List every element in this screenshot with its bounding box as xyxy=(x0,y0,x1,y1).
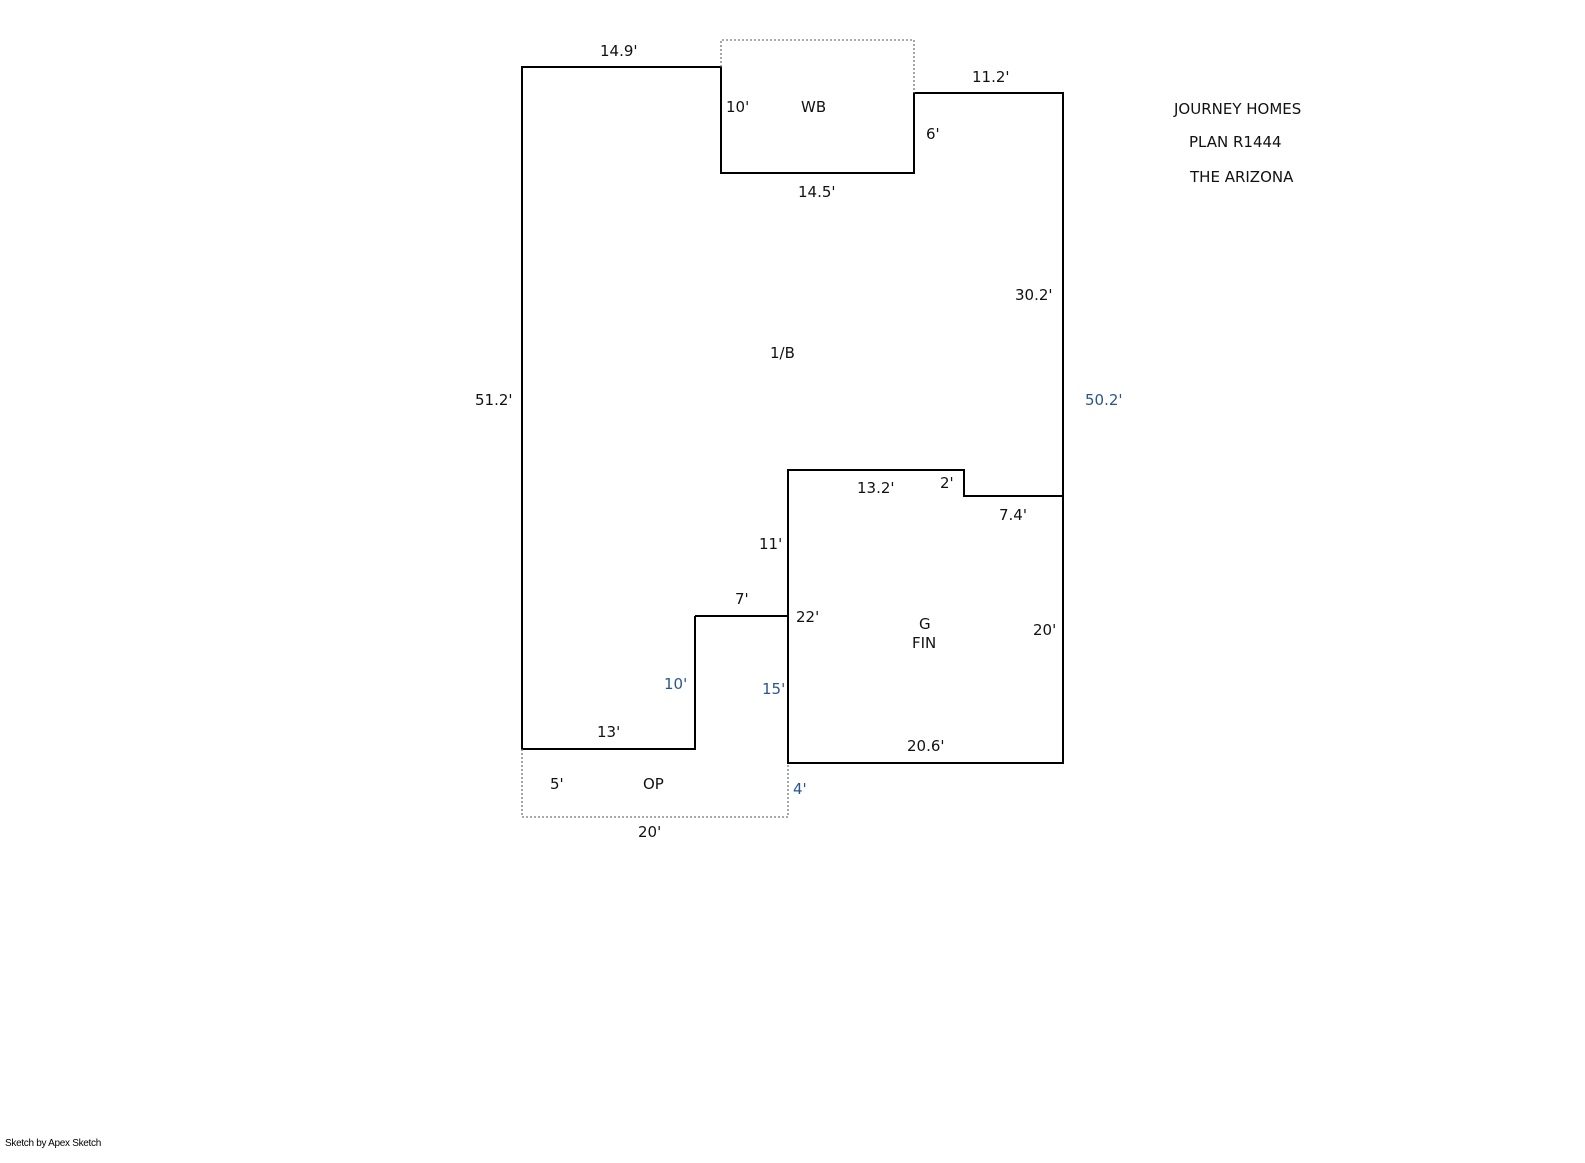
dim-label: 10' xyxy=(726,98,749,116)
dim-label: 6' xyxy=(926,125,940,143)
dim-label: 10' xyxy=(664,675,687,693)
wb-dotted-outline xyxy=(720,39,915,93)
main-building-outline xyxy=(521,66,1064,764)
dim-label: 13.2' xyxy=(857,479,895,497)
dim-label: 14.9' xyxy=(600,42,638,60)
dim-label: 2' xyxy=(940,474,954,492)
area-labels: WB 1/B G FIN OP xyxy=(643,98,936,793)
dim-label: 5' xyxy=(550,775,564,793)
dim-label: 7' xyxy=(735,590,749,608)
dim-label: 11.2' xyxy=(972,68,1010,86)
dim-label: 22' xyxy=(796,608,819,626)
title-line-2: PLAN R1444 xyxy=(1189,133,1282,151)
title-line-1: JOURNEY HOMES xyxy=(1173,100,1301,118)
area-label-main: 1/B xyxy=(770,344,795,362)
area-label-porch: OP xyxy=(643,775,664,793)
dim-label: 51.2' xyxy=(475,391,513,409)
dim-label: 7.4' xyxy=(999,506,1027,524)
dim-label: 14.5' xyxy=(798,183,836,201)
dim-label: 4' xyxy=(793,780,807,798)
area-label-wb: WB xyxy=(801,98,826,116)
area-label-garage: G xyxy=(919,615,931,633)
dim-label: 13' xyxy=(597,723,620,741)
dimension-labels: 14.9' 10' 14.5' 6' 11.2' 30.2' 50.2' 51.… xyxy=(475,42,1123,841)
dim-label: 30.2' xyxy=(1015,286,1053,304)
title-line-3: THE ARIZONA xyxy=(1189,168,1294,186)
dim-label: 50.2' xyxy=(1085,391,1123,409)
dim-label: 15' xyxy=(762,680,785,698)
title-block: JOURNEY HOMES PLAN R1444 THE ARIZONA xyxy=(1173,100,1301,186)
dim-label: 11' xyxy=(759,535,782,553)
walls xyxy=(521,39,1064,818)
porch-dotted-outline xyxy=(521,749,789,818)
area-label-garage-fin: FIN xyxy=(912,634,936,652)
dim-label: 20' xyxy=(638,823,661,841)
dim-label: 20' xyxy=(1033,621,1056,639)
footer-credit: Sketch by Apex Sketch xyxy=(5,1138,101,1149)
dim-label: 20.6' xyxy=(907,737,945,755)
